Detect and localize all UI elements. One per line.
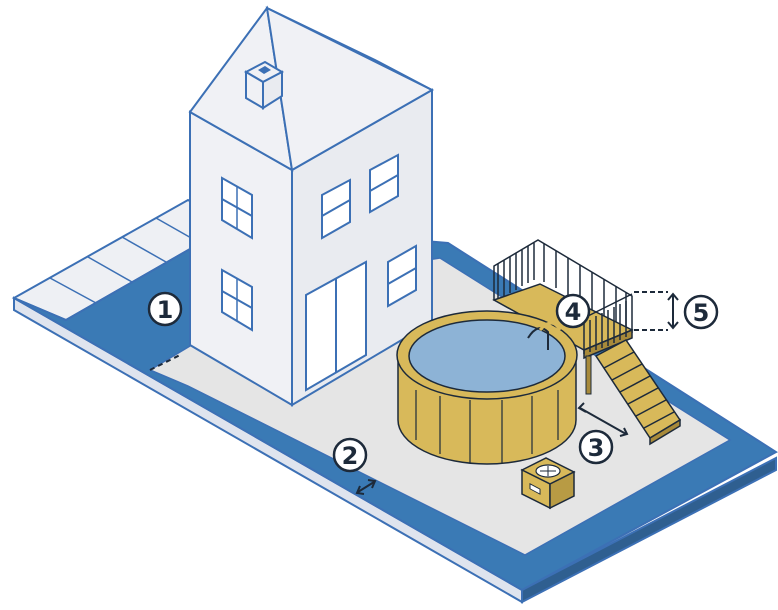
dimension-arrow-icon-2: [355, 479, 377, 495]
above-ground-pool-icon: [396, 310, 578, 465]
ground-slab-right-side: [521, 456, 777, 604]
callout-3-label: 3: [588, 434, 605, 462]
callout-2: 2: [332, 437, 368, 473]
callout-5-label: 5: [693, 299, 710, 327]
callout-5: 5: [683, 294, 719, 330]
callout-1: 1: [147, 291, 183, 327]
house-front-window-upper: [221, 176, 253, 240]
house-side-window-1: [321, 178, 351, 240]
callout-4: 4: [555, 293, 591, 329]
chimney-icon: [243, 60, 285, 110]
house-side-window-3: [387, 244, 417, 308]
house-side-window-2: [369, 153, 399, 214]
dimension-arrow-icon-5: [634, 291, 679, 331]
callout-3: 3: [578, 429, 614, 465]
house-sliding-door: [305, 260, 367, 392]
dimension-arrow-icon-3: [577, 402, 629, 437]
pool-water: [408, 319, 566, 393]
ac-condenser-icon: [520, 457, 576, 510]
callout-1-label: 1: [157, 296, 174, 324]
deck-stairs-icon: [594, 339, 682, 446]
callout-2-label: 2: [342, 442, 359, 470]
callout-4-label: 4: [565, 298, 582, 326]
property-line-dashed: [149, 354, 181, 371]
house: [188, 5, 435, 407]
house-front-window-lower: [221, 268, 253, 332]
